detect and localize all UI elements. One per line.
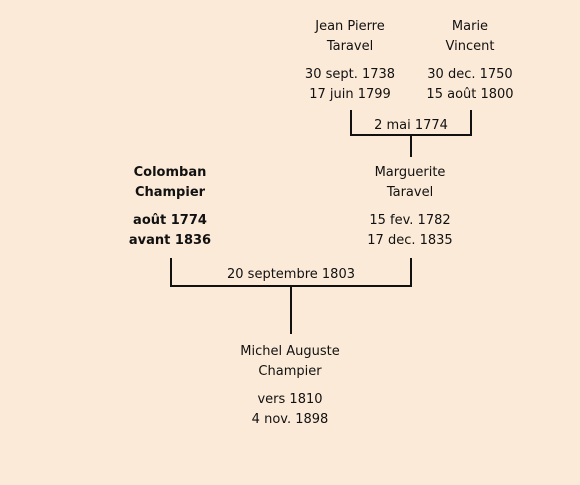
person-death-date: 17 juin 1799: [309, 87, 391, 102]
connector-marriage-bar: [350, 134, 472, 136]
connector-child-drop: [410, 136, 412, 157]
person-marie-vincent[interactable]: Marie Vincent 30 dec. 1750 15 août 1800: [395, 17, 545, 105]
marriage-date-label: 20 septembre 1803: [227, 267, 355, 282]
person-michel-auguste-champier[interactable]: Michel Auguste Champier vers 1810 4 nov.…: [215, 342, 365, 430]
person-birth-date: vers 1810: [257, 392, 323, 407]
person-first-name: Michel Auguste: [240, 344, 340, 359]
person-death-date: 15 août 1800: [426, 87, 514, 102]
person-last-name: Vincent: [445, 39, 495, 54]
person-first-name: Marguerite: [374, 165, 446, 180]
person-last-name: Taravel: [386, 185, 434, 200]
connector-left-drop: [350, 110, 352, 136]
person-birth-date: août 1774: [133, 213, 207, 228]
person-colomban-champier[interactable]: Colomban Champier août 1774 avant 1836: [95, 163, 245, 251]
person-birth-date: 15 fev. 1782: [369, 213, 451, 228]
person-last-name: Champier: [134, 185, 206, 200]
person-death-date: 17 dec. 1835: [367, 233, 453, 248]
person-death-date: avant 1836: [128, 233, 212, 248]
person-death-date: 4 nov. 1898: [251, 412, 329, 427]
person-birth-date: 30 dec. 1750: [427, 67, 513, 82]
person-marguerite-taravel[interactable]: Marguerite Taravel 15 fev. 1782 17 dec. …: [335, 163, 485, 251]
connector-left-drop: [170, 258, 172, 287]
person-first-name: Marie: [451, 19, 489, 34]
connector-marriage-bar: [170, 285, 412, 287]
person-first-name: Colomban: [133, 165, 207, 180]
connector-child-drop: [290, 287, 292, 334]
connector-right-drop: [410, 258, 412, 287]
person-first-name: Jean Pierre: [315, 19, 385, 34]
connector-right-drop: [470, 110, 472, 136]
person-last-name: Champier: [258, 364, 322, 379]
marriage-date-label: 2 mai 1774: [374, 118, 448, 133]
person-last-name: Taravel: [326, 39, 374, 54]
person-birth-date: 30 sept. 1738: [304, 67, 396, 82]
person-jean-pierre-taravel[interactable]: Jean Pierre Taravel 30 sept. 1738 17 jui…: [275, 17, 425, 105]
